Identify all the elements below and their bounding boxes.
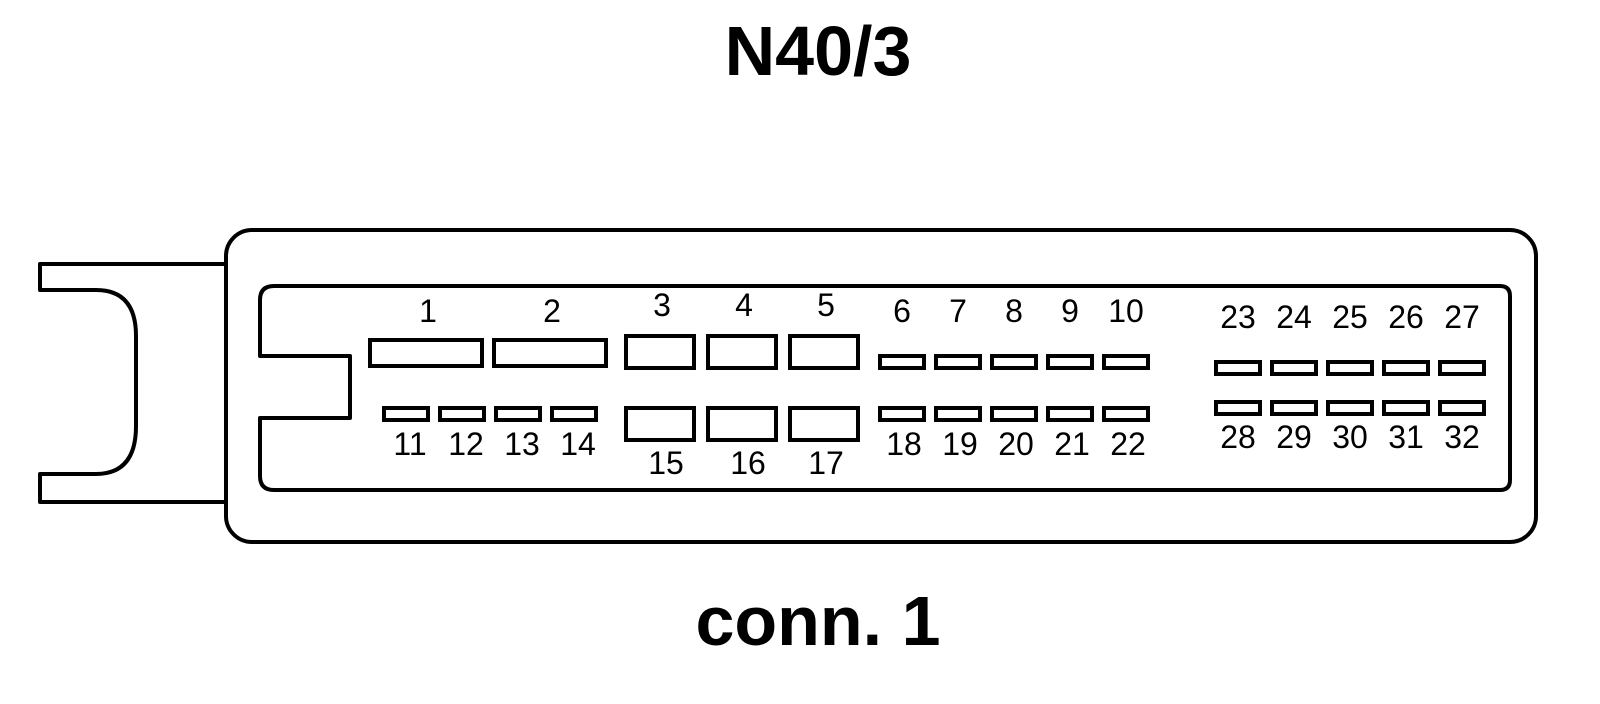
connector-latch [38,262,226,504]
pin-label-27: 27 [1444,299,1480,335]
pin-6 [878,354,926,370]
pin-24 [1270,360,1318,376]
pin-label-20: 20 [998,426,1034,462]
pin-label-7: 7 [949,293,967,329]
pin-4 [706,334,778,370]
pin-label-26: 26 [1388,299,1424,335]
pin-label-10: 10 [1108,293,1144,329]
pin-label-22: 22 [1110,426,1146,462]
pin-29 [1270,400,1318,416]
pin-13 [494,406,542,422]
pin-25 [1326,360,1374,376]
pin-19 [934,406,982,422]
pin-32 [1438,400,1486,416]
pin-5 [788,334,860,370]
pin-label-29: 29 [1276,419,1312,455]
pin-label-30: 30 [1332,419,1368,455]
pin-label-6: 6 [893,293,911,329]
pin-label-12: 12 [448,426,484,462]
pin-16 [706,406,778,442]
pin-label-5: 5 [817,287,835,323]
pin-21 [1046,406,1094,422]
pin-label-8: 8 [1005,293,1023,329]
pin-31 [1382,400,1430,416]
pin-label-2: 2 [543,293,561,329]
diagram-title: N40/3 [725,12,912,90]
pin-17 [788,406,860,442]
pin-27 [1438,360,1486,376]
pin-label-28: 28 [1220,419,1256,455]
pin-label-1: 1 [419,293,437,329]
pin-label-3: 3 [653,287,671,323]
pin-9 [1046,354,1094,370]
pin-label-15: 15 [648,445,684,481]
pin-11 [382,406,430,422]
pin-label-4: 4 [735,287,753,323]
pin-label-13: 13 [504,426,540,462]
pin-label-17: 17 [808,445,844,481]
pin-20 [990,406,1038,422]
connector-cavity [258,284,1512,492]
pin-7 [934,354,982,370]
pin-23 [1214,360,1262,376]
pin-8 [990,354,1038,370]
pin-15 [624,406,696,442]
pin-3 [624,334,696,370]
pin-label-11: 11 [393,426,426,462]
pin-14 [550,406,598,422]
pin-label-31: 31 [1388,419,1424,455]
pin-2 [492,338,608,368]
pin-label-16: 16 [730,445,766,481]
pin-label-24: 24 [1276,299,1312,335]
pin-28 [1214,400,1262,416]
pin-label-9: 9 [1061,293,1079,329]
pin-label-32: 32 [1444,419,1480,455]
pin-18 [878,406,926,422]
pin-label-14: 14 [560,426,596,462]
pin-22 [1102,406,1150,422]
pin-1 [368,338,484,368]
pin-12 [438,406,486,422]
pin-10 [1102,354,1150,370]
pin-label-25: 25 [1332,299,1368,335]
pin-30 [1326,400,1374,416]
pin-label-19: 19 [942,426,978,462]
pin-label-23: 23 [1220,299,1256,335]
pin-label-21: 21 [1054,426,1090,462]
connector-housing [224,228,1538,544]
pin-26 [1382,360,1430,376]
pin-label-18: 18 [886,426,922,462]
